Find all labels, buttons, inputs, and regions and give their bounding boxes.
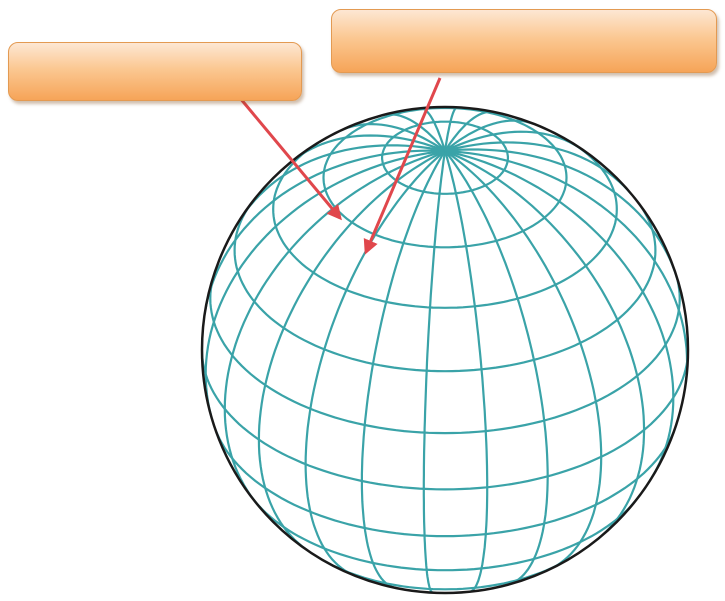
right-label-box: [331, 9, 717, 73]
meridian-line: [225, 151, 445, 501]
globe-grid-lines: [202, 107, 688, 592]
left-label-box: [8, 42, 302, 101]
parallel-line: [324, 108, 567, 247]
parallel-line: [210, 275, 679, 433]
parallel-line: [215, 430, 674, 537]
meridian-line: [445, 151, 601, 568]
meridian-line: [259, 151, 445, 550]
parallel-line: [326, 562, 565, 590]
